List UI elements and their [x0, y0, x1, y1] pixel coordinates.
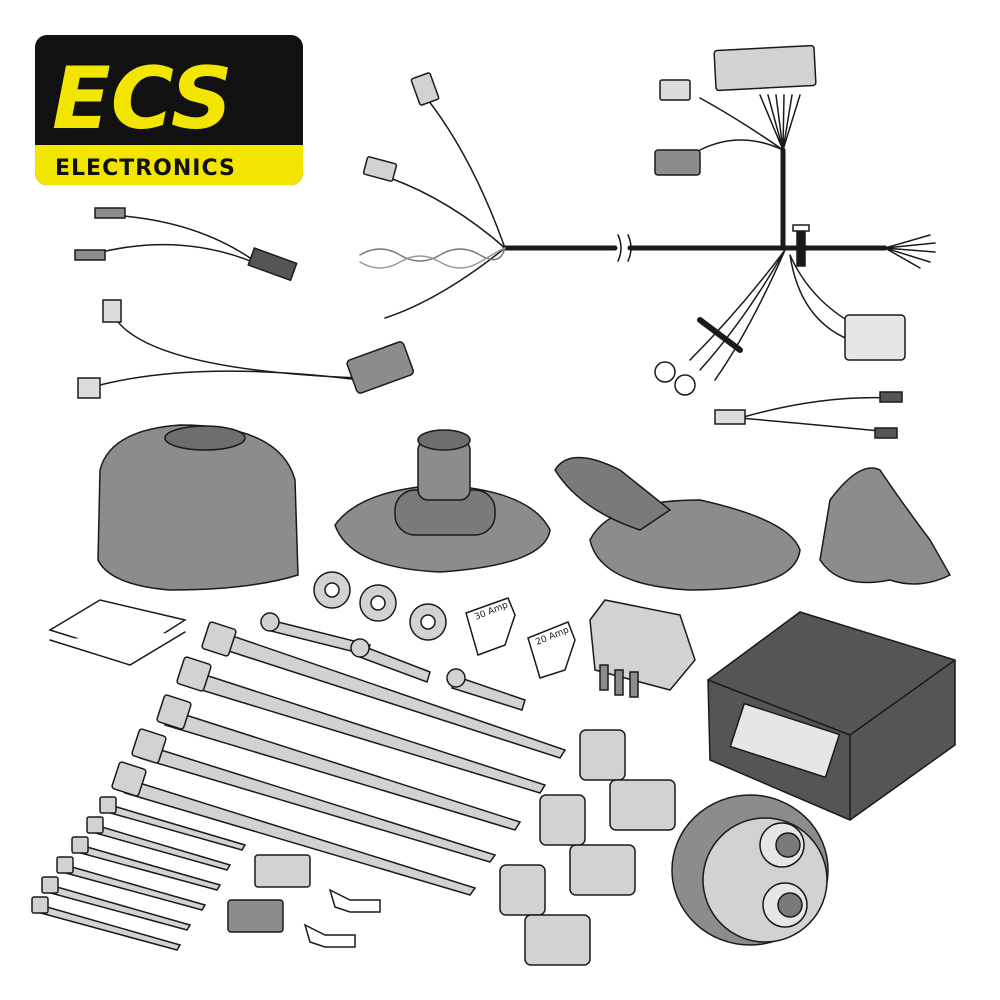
- bolts: [260, 612, 526, 711]
- relay: [589, 599, 696, 698]
- main-wiring-harness: [359, 89, 936, 381]
- lamp-adapter-loom: [714, 391, 903, 439]
- adhesive-pads: [48, 599, 187, 666]
- logo-brand: ECS: [52, 49, 233, 149]
- towbar-socket: [97, 424, 299, 591]
- splice-connectors: [499, 729, 676, 966]
- ecs-logo: ECS ELECTRONICS: [35, 35, 303, 185]
- socket-mounting-plate: [334, 429, 551, 573]
- nuts: [313, 571, 447, 641]
- harness-connectors: [362, 44, 906, 396]
- fuse-30-amp: 30 Amp: [465, 597, 516, 656]
- fuse-20-amp: 20 Amp: [527, 621, 576, 679]
- cable-ties: [31, 621, 567, 951]
- relay-loom: [77, 299, 414, 399]
- side-marker-loom: [74, 207, 298, 282]
- bullet-connectors: [227, 854, 381, 948]
- blanking-grommet: [671, 794, 829, 946]
- control-module: [707, 611, 956, 821]
- logo-subtitle: ELECTRONICS: [55, 156, 236, 181]
- socket-gasket-gaiter: [554, 456, 801, 591]
- cable-grommet: [819, 467, 952, 585]
